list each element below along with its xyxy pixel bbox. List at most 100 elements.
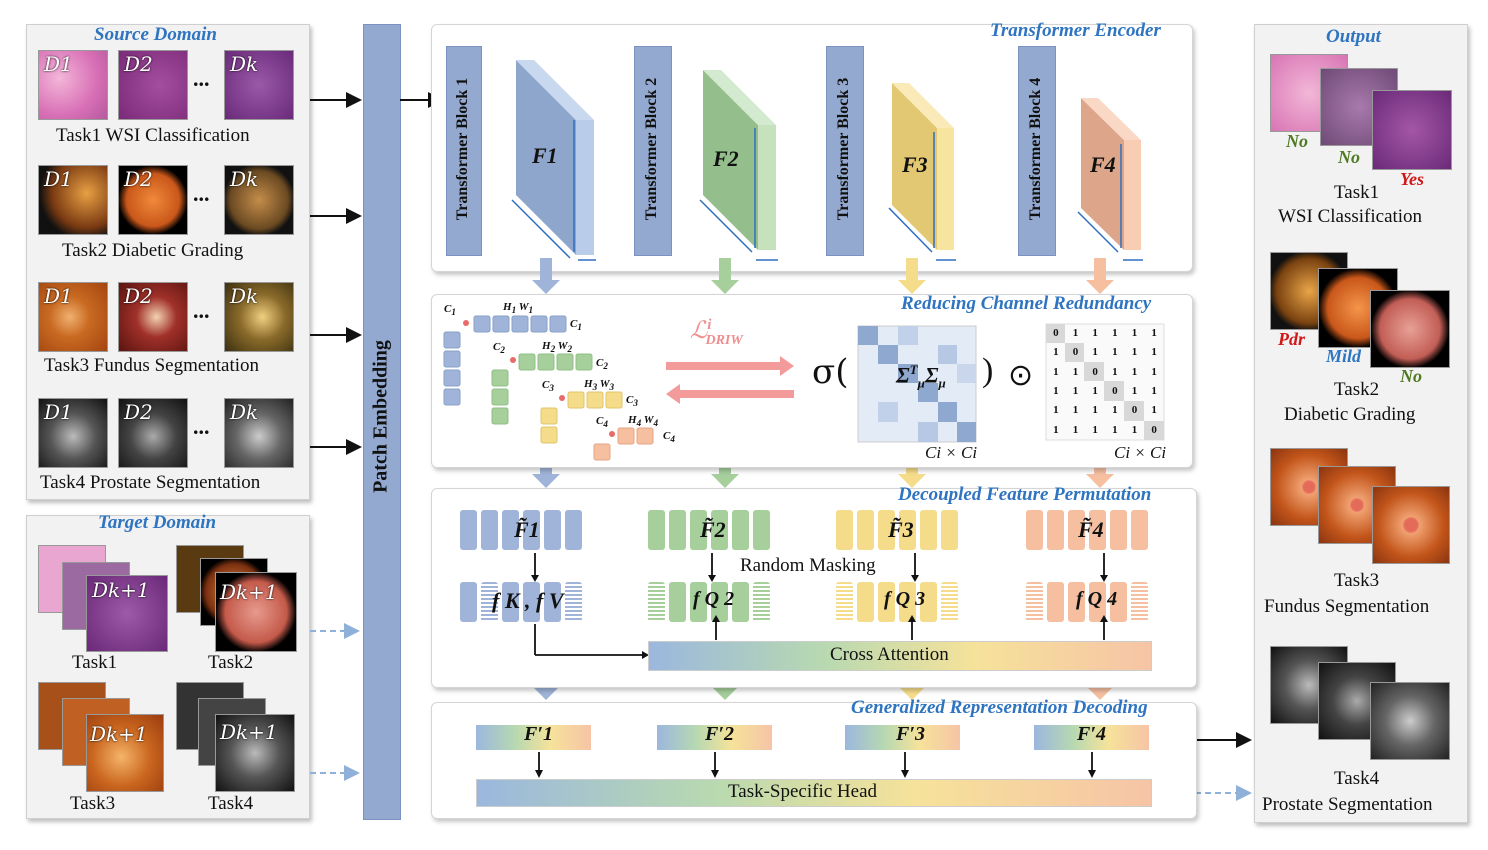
feature-token [669, 582, 686, 622]
task1-caption: Task1 WSI Classification [56, 125, 250, 146]
loss-sup: i [707, 317, 712, 333]
matrix-cell: 0 [1112, 385, 1118, 397]
tilde-f2: F̃2 [700, 517, 726, 542]
transformer-block-1[interactable] [446, 46, 482, 256]
feature-token [1068, 582, 1085, 622]
feature-token [1089, 582, 1106, 622]
feature-token [920, 510, 937, 550]
output-task1-caption-sub: WSI Classification [1278, 206, 1423, 227]
q2-label: f Q 2 [693, 588, 735, 610]
feature-token [502, 582, 519, 622]
target-task3-caption: Task3 [70, 793, 116, 814]
matrix-cell: 1 [1151, 365, 1157, 378]
output-task3-caption: Task3 [1334, 570, 1380, 591]
decoded-f1-label: F′1 [524, 723, 553, 745]
matrix-dim-left: Ci × Ci [925, 443, 978, 462]
feature-f4-label: F4 [1090, 152, 1116, 177]
transformer-block-4[interactable] [1018, 46, 1056, 256]
feature-token [899, 510, 916, 550]
domain-label: Dk [230, 400, 259, 424]
prostate-image-d1 [38, 398, 108, 468]
matrix-cell: 1 [1072, 385, 1079, 397]
feature-token [732, 510, 749, 550]
target-fundus-seg-stack-front [86, 714, 164, 792]
output-task1-label-2: No [1338, 147, 1360, 167]
domain-label: D1 [44, 167, 73, 191]
channel-label: C2 [596, 357, 608, 372]
feature-token [711, 510, 728, 550]
domain-label: Dk [230, 52, 259, 76]
cross-attention-bar[interactable] [648, 641, 1152, 671]
transformer-block-2[interactable] [634, 46, 672, 256]
matrix-cell: 1 [1072, 423, 1079, 436]
decoded-feature-3 [845, 725, 960, 750]
output-task1-caption: Task1 [1334, 182, 1380, 203]
feature-token [1047, 510, 1064, 550]
matrix-cell: 1 [1053, 423, 1059, 436]
q4-label: f Q 4 [1076, 588, 1118, 610]
matrix-cell: 1 [1092, 327, 1098, 339]
fundus-seg-image-dk [224, 282, 294, 352]
domain-label: D1 [44, 284, 73, 308]
feature-token [460, 510, 477, 550]
domain-label: D2 [124, 167, 153, 191]
source-domain-title: Source Domain [94, 24, 217, 45]
matrix-cell: 1 [1072, 404, 1079, 417]
output-task2-label-1: Pdr [1278, 329, 1305, 349]
sigma-sub: μ [917, 375, 925, 391]
sigma-symbol: Σ [924, 362, 939, 388]
tilde-f4: F̃4 [1078, 517, 1104, 542]
ellipsis: ... [193, 181, 210, 206]
channel-label: H3 W3 [584, 378, 615, 393]
wsi-image-d1 [38, 50, 108, 120]
matrix-cell: 1 [1112, 365, 1118, 378]
target-task2-caption: Task2 [208, 652, 254, 673]
domain-label: D1 [44, 400, 73, 424]
matrix-cell: 1 [1131, 365, 1138, 378]
output-prostate-3 [1370, 682, 1450, 760]
task-specific-head-label: Task-Specific Head [728, 781, 878, 802]
channel-label: C2 [493, 341, 505, 356]
task-specific-head-bar[interactable] [476, 779, 1152, 807]
matrix-cell: 1 [1092, 404, 1098, 417]
loss-sub: DRIW [705, 332, 743, 348]
odot-operator: ⊙ [1008, 359, 1034, 392]
output-task1-label-1: No [1286, 131, 1308, 151]
matrix-cell: 0 [1053, 327, 1059, 339]
loss-drw: ℒiDRIW [690, 316, 743, 349]
output-task3-caption-sub: Fundus Segmentation [1264, 596, 1430, 617]
feature-token [1131, 510, 1148, 550]
matrix-cell: 1 [1053, 346, 1059, 359]
matrix-cell: 1 [1112, 346, 1118, 359]
cross-attention-label: Cross Attention [830, 644, 949, 665]
feature-token [502, 510, 519, 550]
matrix-dim-right: Ci × Ci [1114, 443, 1167, 462]
feature-token [732, 582, 749, 622]
target-fundus-stack-front [215, 572, 297, 652]
fundus-image-d2 [118, 165, 188, 235]
matrix-cell: 1 [1092, 423, 1098, 436]
ellipsis: ... [193, 414, 210, 439]
domain-label: Dk [230, 284, 259, 308]
sigma-symbol: Σ [896, 362, 910, 388]
masked-token-overlay [1131, 582, 1148, 622]
sigma-sup: T [909, 362, 918, 377]
matrix-cell: 1 [1131, 423, 1138, 436]
decoded-f4-label: F′4 [1077, 723, 1106, 745]
target-wsi-stack-front [86, 575, 168, 652]
transformer-block-3[interactable] [826, 46, 864, 256]
loss-symbol: ℒ [690, 318, 708, 344]
fundus-image-dk [224, 165, 294, 235]
patch-embedding-bar [363, 24, 401, 820]
channel-label: C3 [626, 394, 638, 409]
feature-token [857, 510, 874, 550]
wsi-image-d2 [118, 50, 188, 120]
channel-label: C1 [570, 318, 582, 333]
feature-token [857, 582, 874, 622]
domain-label: Dk [230, 167, 259, 191]
channel-label: C1 [444, 303, 456, 318]
decoupled-permutation-title: Decoupled Feature Permutation [898, 484, 1152, 505]
matrix-cell: 1 [1053, 365, 1059, 378]
q3-label: f Q 3 [884, 588, 926, 610]
